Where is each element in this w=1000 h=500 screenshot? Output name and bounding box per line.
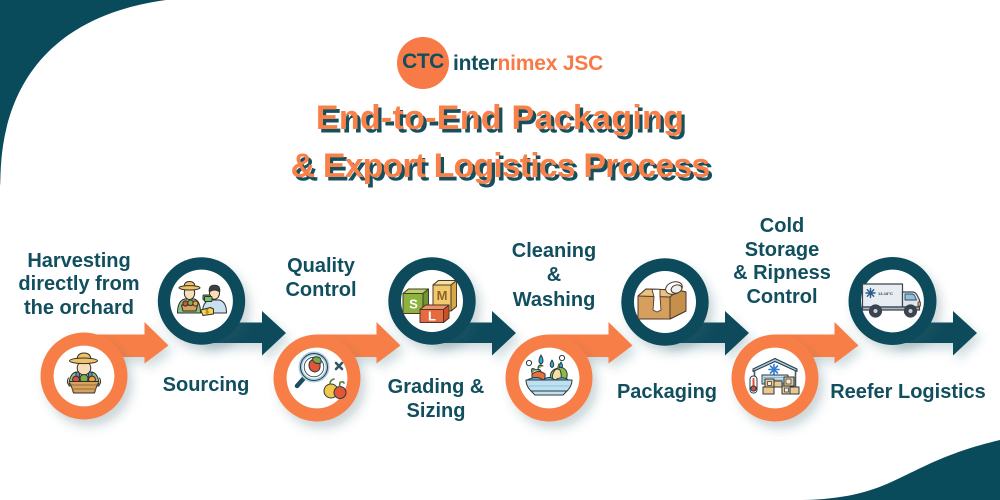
svg-text:M: M [437,288,448,303]
svg-text:L: L [428,309,436,324]
svg-text:13-18°C: 13-18°C [878,291,893,296]
svg-text:S: S [409,297,418,312]
svg-text:$: $ [205,310,209,316]
